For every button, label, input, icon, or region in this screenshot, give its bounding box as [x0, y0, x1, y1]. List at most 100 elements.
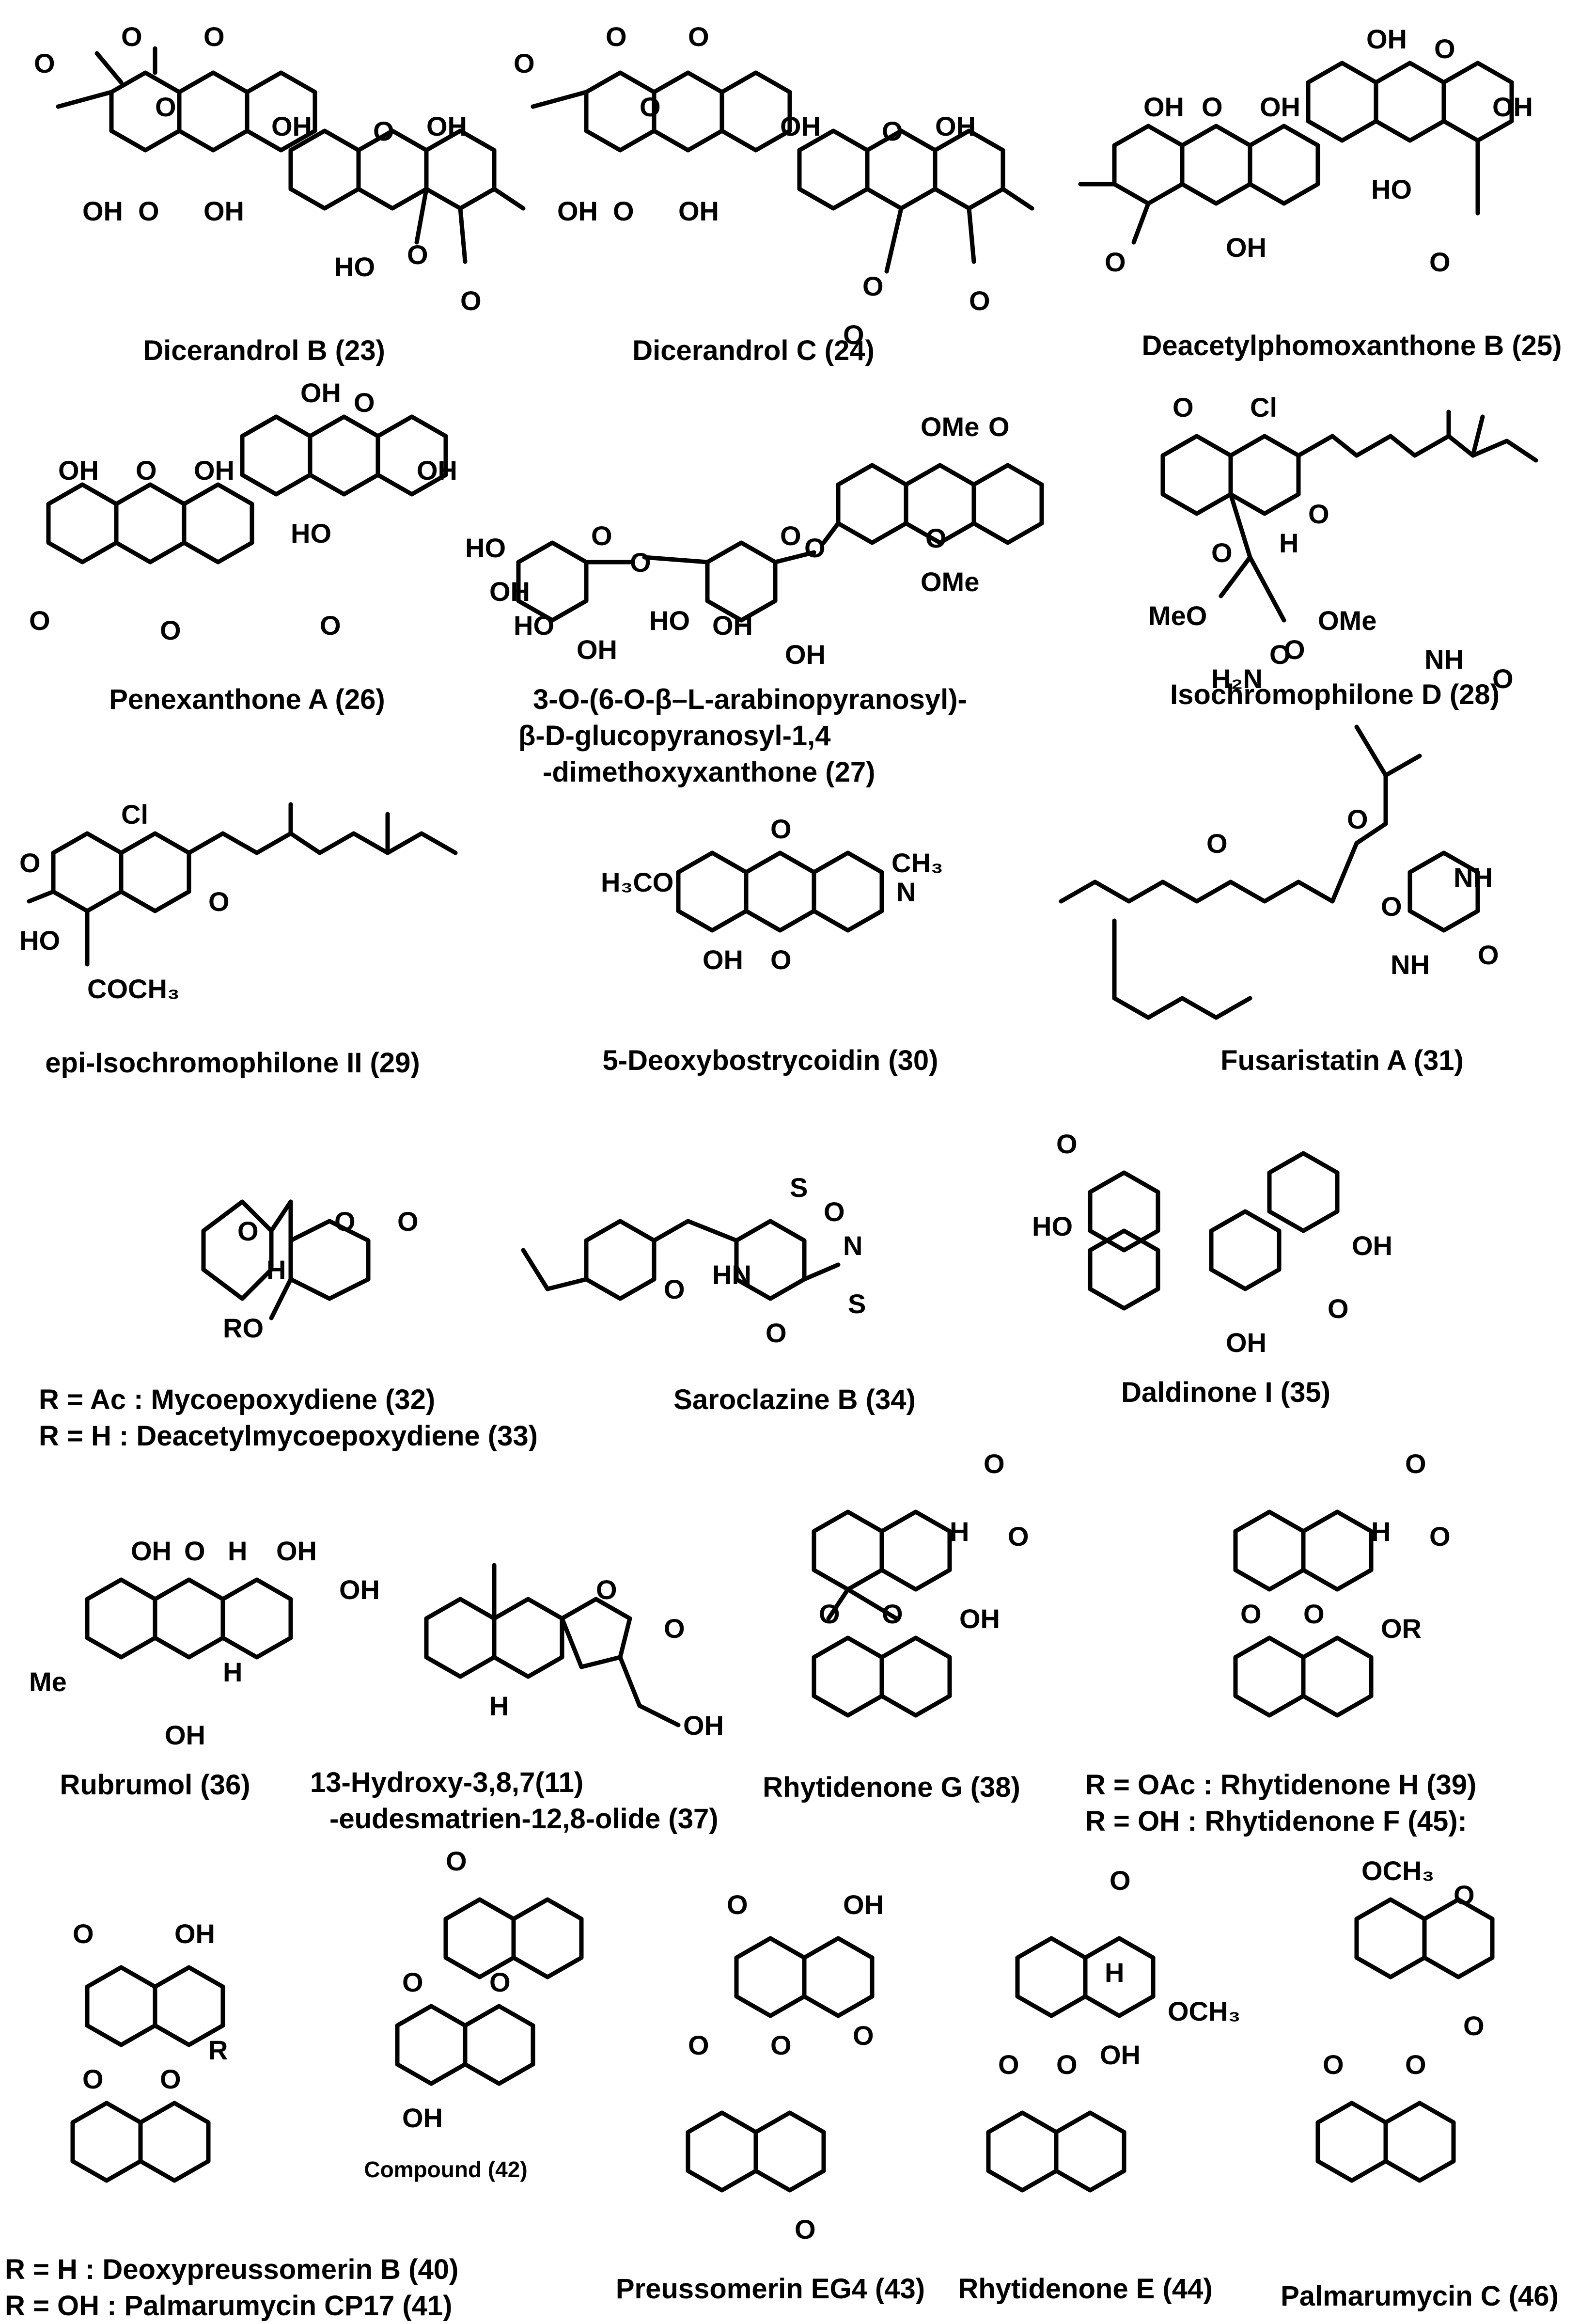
atom-label: H [489, 1691, 509, 1721]
atom-label: O [34, 48, 55, 79]
atom-label: OH [174, 1918, 215, 1949]
atom-label: OH [1366, 24, 1407, 54]
atom-label: H₃CO [601, 867, 673, 897]
atom-label: O [853, 2020, 874, 2051]
atom-label: OH [1352, 1230, 1392, 1261]
atom-label: O [1110, 1865, 1131, 1896]
atom-label: O [184, 1536, 205, 1566]
atom-label: OH [131, 1536, 172, 1566]
atom-label: O [160, 2064, 181, 2094]
atom-label: OH [1143, 92, 1184, 122]
atom-label: H [223, 1657, 242, 1687]
atom-label: O [727, 1889, 748, 1920]
atom-label: OH [194, 455, 235, 486]
structure-30: H₃CO O O OH N CH₃ [601, 814, 943, 975]
atom-label: O [1202, 92, 1223, 122]
atom-label: O [1328, 1293, 1349, 1324]
caption-43: Preussomerin EG4 (43) [615, 2273, 925, 2305]
atom-label: OH [678, 196, 719, 226]
atom-label: O [1284, 634, 1305, 665]
atom-label: OH [402, 2103, 443, 2133]
atom-label: NH [1454, 862, 1493, 893]
atom-label: Cl [121, 799, 148, 830]
atom-label: NH [1424, 644, 1464, 675]
caption-29: epi-Isochromophilone II (29) [45, 1047, 420, 1079]
atom-label: OCH₃ [1361, 1855, 1434, 1886]
atom-label: OH [82, 196, 123, 226]
atom-label: HO [19, 925, 60, 956]
atom-label: OH [417, 455, 457, 486]
atom-label: S [848, 1288, 866, 1319]
atom-label: O [925, 523, 947, 553]
atom-label: OH [703, 944, 743, 975]
structure-29: O Cl O HO COCH₃ [19, 799, 458, 1004]
atom-label: O [862, 271, 884, 301]
atom-label: OH [557, 196, 598, 226]
atom-label: O [664, 1274, 685, 1304]
atom-label: O [795, 2214, 816, 2245]
structure-36: OH O H OH OH Me H OH [29, 1536, 380, 1750]
structure-34: S O N HN S O O [521, 1172, 866, 1348]
caption-38: Rhytidenone G (38) [763, 1772, 1020, 1803]
caption-46: Palmarumycin C (46) [1281, 2280, 1559, 2312]
structure-23: O O O O OH O OH OH O OH HO O O [34, 21, 526, 316]
structure-31: H₂N O NH O O O NH NH O O [1059, 634, 1514, 1020]
atom-label: O [203, 21, 225, 52]
caption-39: R = OAc : Rhytidenone H (39) [1085, 1769, 1477, 1801]
atom-label: O [138, 196, 159, 226]
atom-label: O [208, 886, 230, 917]
structure-32-33: O H O O RO [201, 1199, 419, 1343]
caption-31: Fusaristatin A (31) [1220, 1045, 1464, 1076]
caption-42: Compound (42) [364, 2157, 528, 2182]
atom-label: O [1347, 804, 1368, 834]
atom-label: HO [649, 605, 690, 636]
caption-26: Penexanthone A (26) [109, 684, 385, 715]
atom-label: O [1405, 1448, 1426, 1479]
atom-label: OH [780, 111, 821, 141]
atom-label: O [766, 1318, 787, 1348]
atom-label: OH [843, 1889, 884, 1920]
atom-label: O [407, 239, 428, 270]
caption-24: Dicerandrol C (24) [632, 335, 875, 366]
atom-label: OH [1260, 92, 1300, 122]
structure-26: OH O OH OH O OH HO O O O [29, 377, 457, 645]
caption-28: Isochromophilone D (28) [1170, 679, 1500, 710]
caption-27-line2: β-D-glucopyranosyl-1,4 [518, 720, 831, 752]
atom-label: O [1429, 1521, 1451, 1552]
atom-label: O [136, 455, 157, 486]
atom-label: OH [203, 196, 244, 226]
atom-label: OH [712, 610, 753, 641]
atom-label: OH [577, 634, 617, 665]
atom-label: O [1056, 1129, 1078, 1159]
atom-label: O [664, 1613, 685, 1644]
atom-label: O [1008, 1521, 1029, 1552]
atom-label: O [397, 1206, 419, 1237]
caption-32: R = Ac : Mycoepoxydiene (32) [39, 1384, 436, 1415]
caption-33: R = H : Deacetylmycoepoxydiene (33) [39, 1420, 538, 1452]
atom-label: O [1463, 2010, 1485, 2041]
atom-label: O [591, 520, 612, 551]
atom-label: O [1492, 663, 1514, 694]
atom-label: O [237, 1216, 259, 1246]
atom-label: O [1429, 247, 1451, 277]
atom-label: O [613, 196, 634, 226]
atom-label: O [770, 814, 792, 844]
atom-label: H [1279, 528, 1298, 558]
caption-36: Rubrumol (36) [60, 1769, 250, 1801]
atom-label: OH [58, 455, 99, 486]
atom-label: O [882, 1599, 903, 1629]
atom-label: O [606, 21, 627, 52]
atom-label: Cl [1250, 392, 1277, 423]
atom-label: OCH₃ [1168, 1996, 1240, 2026]
structure-43: O OH O O O O [686, 1889, 884, 2245]
atom-label: OH [1100, 2040, 1141, 2070]
caption-23: Dicerandrol B (23) [143, 335, 385, 366]
atom-label: OH [426, 111, 467, 141]
atom-label: HO [334, 251, 375, 282]
atom-label: O [1405, 2049, 1426, 2080]
atom-label: O [155, 92, 176, 122]
atom-label: OH [489, 576, 530, 607]
atom-label: O [354, 387, 375, 418]
atom-label: OH [935, 111, 976, 141]
